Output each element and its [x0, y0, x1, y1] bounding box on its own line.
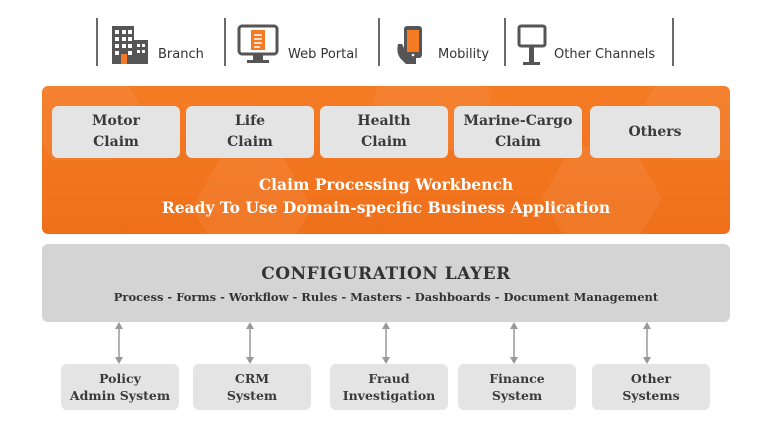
channel-label: Mobility [438, 47, 490, 62]
channel-label: Branch [158, 47, 204, 62]
system-line1: Finance [489, 371, 545, 386]
kiosk-icon [516, 22, 548, 66]
bidirectional-arrow-icon [510, 322, 518, 364]
crm-system-box: CRM System [193, 364, 311, 410]
channel-other: Other Channels [516, 18, 655, 66]
claim-line1: Life [234, 113, 266, 129]
building-icon [108, 22, 152, 66]
claim-line2: Claim [93, 134, 139, 150]
claim-line2: Claim [227, 134, 273, 150]
system-line2: Investigation [342, 388, 436, 403]
configuration-title: CONFIGURATION LAYER [261, 264, 511, 284]
workbench-subtitle: Ready To Use Domain-specific Business Ap… [161, 198, 611, 217]
channel-label: Web Portal [288, 47, 358, 62]
monitor-document-icon [236, 22, 282, 66]
system-line2: System [491, 388, 543, 403]
claim-line1: Health [357, 113, 411, 129]
claim-line1: Marine-Cargo [463, 113, 573, 129]
channel-divider [224, 18, 226, 66]
others-claim-box: Others [590, 106, 720, 158]
claim-line1: Others [628, 123, 682, 140]
claim-line2: Claim [361, 134, 407, 150]
channel-label: Other Channels [554, 47, 656, 62]
system-line1: Fraud [368, 371, 410, 386]
mobile-hand-icon [392, 22, 432, 66]
channel-divider [378, 18, 380, 66]
system-line2: System [226, 388, 278, 403]
system-line1: CRM [234, 371, 270, 386]
bidirectional-arrow-icon [115, 322, 123, 364]
system-line1: Other [630, 371, 672, 386]
channel-divider [96, 18, 98, 66]
system-line1: Policy [99, 371, 141, 386]
workbench-title: Claim Processing Workbench [258, 175, 514, 194]
bidirectional-arrow-icon [382, 322, 390, 364]
bidirectional-arrow-icon [643, 322, 651, 364]
claim-line1: Motor [91, 113, 140, 129]
configuration-items: Process - Forms - Workflow - Rules - Mas… [113, 290, 659, 304]
system-line2: Systems [622, 388, 680, 403]
channel-divider [504, 18, 506, 66]
channel-divider [672, 18, 674, 66]
channel-mobility: Mobility [392, 18, 489, 66]
claim-line2: Claim [495, 134, 541, 150]
configuration-layer: CONFIGURATION LAYER Process - Forms - Wo… [42, 244, 730, 322]
system-line2: Admin System [69, 388, 171, 403]
bidirectional-arrow-icon [246, 322, 254, 364]
channel-web-portal: Web Portal [236, 18, 358, 66]
channel-branch: Branch [108, 18, 204, 66]
background-hexagon [192, 156, 312, 234]
